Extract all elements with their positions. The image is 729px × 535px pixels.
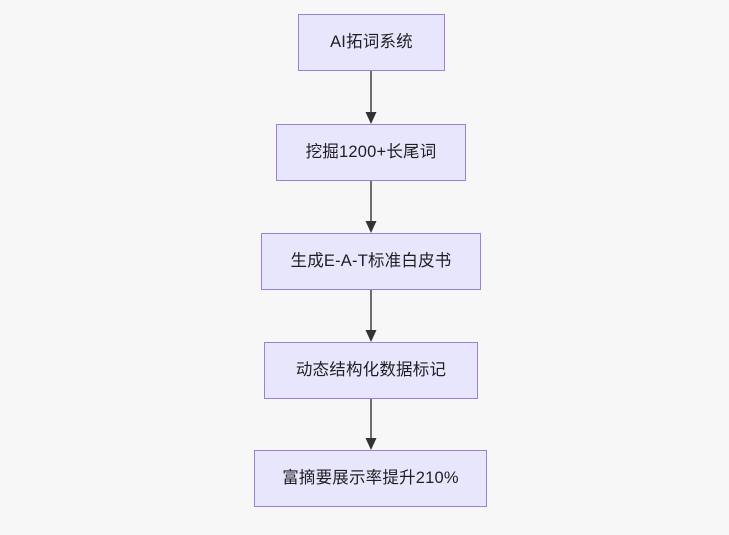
arrowhead-icon [365,438,377,450]
edge-n2-to-n3 [365,181,377,233]
edge-n1-to-n2 [365,71,377,124]
edge-n3-to-n4 [365,290,377,342]
flow-node-dynamic-structured-data-markup[interactable]: 动态结构化数据标记 [264,342,478,399]
arrowhead-icon [365,221,377,233]
arrowhead-icon [365,112,377,124]
flow-node-mine-longtail-keywords[interactable]: 挖掘1200+长尾词 [276,124,466,181]
flow-node-label: AI拓词系统 [330,32,413,51]
flow-node-rich-snippet-rate-increase[interactable]: 富摘要展示率提升210% [254,450,487,507]
flow-node-generate-eat-whitepaper[interactable]: 生成E-A-T标准白皮书 [261,233,481,290]
edge-n4-to-n5 [365,399,377,450]
flow-node-label: 生成E-A-T标准白皮书 [290,251,452,270]
flow-node-label: 动态结构化数据标记 [295,360,447,379]
flow-node-label: 富摘要展示率提升210% [282,468,459,487]
arrowhead-icon [365,330,377,342]
flow-node-ai-keyword-system[interactable]: AI拓词系统 [298,14,445,71]
flow-node-label: 挖掘1200+长尾词 [305,142,437,161]
